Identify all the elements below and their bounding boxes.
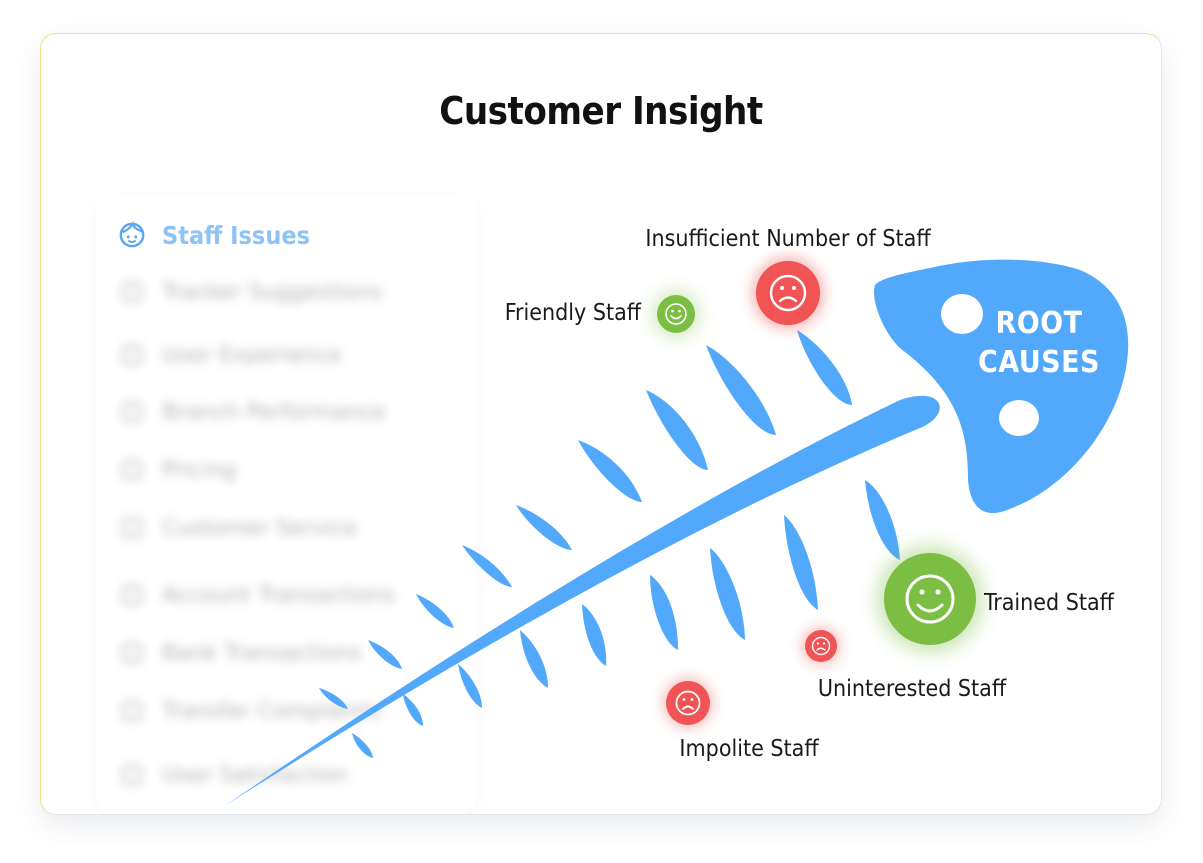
page-title: Customer Insight <box>439 89 763 133</box>
sidebar-item-label: User Satisfaction <box>162 762 349 788</box>
sidebar-item-label: Customer Service <box>162 515 358 541</box>
rib <box>403 694 423 726</box>
list-icon <box>118 278 146 306</box>
rib <box>516 505 572 550</box>
sidebar-item-staff-issues[interactable]: Staff Issues <box>118 217 310 253</box>
frown-icon <box>675 690 701 716</box>
phone-icon <box>118 456 146 484</box>
search-icon <box>118 514 146 542</box>
cause-label: Insufficient Number of Staff <box>645 226 931 252</box>
frown-icon <box>811 636 831 656</box>
cause-label: Impolite Staff <box>679 736 819 762</box>
fish-head <box>874 259 1129 514</box>
rib <box>416 594 454 628</box>
rib <box>458 664 482 708</box>
sidebar-item[interactable]: Bank Transactions <box>118 635 362 671</box>
sidebar-item-label: User Experience <box>162 342 342 368</box>
rib <box>706 345 776 435</box>
face-icon <box>118 221 146 249</box>
smile-icon <box>905 574 955 624</box>
rib <box>784 515 818 610</box>
root-label-line1: ROOT <box>995 306 1082 341</box>
sidebar-item-label: Tracker Suggestions <box>162 279 383 305</box>
rib <box>462 545 512 587</box>
rib <box>352 733 373 758</box>
sidebar-item[interactable]: Account Transactions <box>118 577 395 613</box>
fish-eye <box>941 294 983 334</box>
sidebar-item[interactable]: Customer Service <box>118 510 357 546</box>
sidebar-item-label: Account Transactions <box>162 582 396 608</box>
impolite-staff-badge <box>663 678 713 728</box>
rib <box>646 390 708 470</box>
sidebar-item-label: Staff Issues <box>162 220 310 250</box>
root-label-line2: CAUSES <box>978 345 1100 380</box>
rib <box>368 640 402 669</box>
rib <box>865 480 900 560</box>
insufficient-staff-badge <box>752 257 824 329</box>
sidebar-item[interactable]: User Satisfaction <box>118 757 348 793</box>
sidebar-item-label: Pricing <box>162 457 237 483</box>
rib <box>578 440 642 502</box>
rib <box>582 604 607 666</box>
lower-ribs <box>352 480 900 758</box>
document-icon <box>118 341 146 369</box>
smile-icon <box>665 303 687 325</box>
sidebar-item[interactable]: Transfer Complaints <box>118 693 381 729</box>
fish-eye <box>999 400 1039 436</box>
friendly-staff-badge <box>654 292 698 336</box>
building-icon <box>118 581 146 609</box>
transfer-icon <box>118 697 146 725</box>
sidebar-item[interactable]: Pricing <box>118 452 236 488</box>
sidebar-item-label: Bank Transactions <box>162 640 362 666</box>
rib <box>797 330 852 405</box>
upper-ribs <box>319 330 852 709</box>
rib <box>710 548 745 640</box>
cause-label: Friendly Staff <box>505 300 642 326</box>
frown-icon <box>769 274 807 312</box>
uninterested-staff-badge <box>802 627 840 665</box>
trained-staff-badge <box>878 547 982 651</box>
sidebar-item[interactable]: User Experience <box>118 337 342 373</box>
pin-icon <box>118 398 146 426</box>
user-icon <box>118 761 146 789</box>
rib <box>650 575 678 650</box>
rib <box>520 630 548 688</box>
rib <box>319 688 348 709</box>
sidebar-item[interactable]: Branch Performance <box>118 394 386 430</box>
sidebar-item-label: Transfer Complaints <box>162 698 382 724</box>
card-icon <box>118 639 146 667</box>
sidebar-item[interactable]: Tracker Suggestions <box>118 274 383 310</box>
sidebar-item-label: Branch Performance <box>162 399 387 425</box>
fish-spine <box>226 395 940 805</box>
cause-label: Trained Staff <box>983 590 1115 616</box>
cause-label: Uninterested Staff <box>818 676 1007 702</box>
